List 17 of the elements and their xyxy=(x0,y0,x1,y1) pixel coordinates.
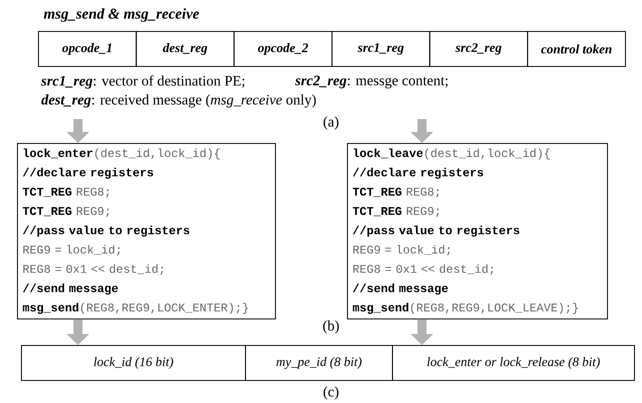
code-box: lock_leave(dest_id,lock_id){ //declare registers TCT_REG REG8; TCT_REG REG9; //pass value to registers REG9 = lock_id; REG8 = 0x1 << dest_id; //send message msg_send(REG8,REG9,LOCK_LEAVE);} xyxy=(347,143,608,320)
title: msg_send & msg_receive xyxy=(44,8,200,22)
field-cell: lock_id (16 bit) xyxy=(21,345,246,381)
field-cell: opcode_1 xyxy=(38,31,137,67)
field-cell: control token xyxy=(527,31,626,67)
figure-label: (b) xyxy=(323,320,339,334)
note-text: src1_reg: vector of destination PE; xyxy=(41,75,244,89)
field-cell: opcode_2 xyxy=(234,31,332,67)
code-box: lock_enter(dest_id,lock_id){ //declare registers TCT_REG REG8; TCT_REG REG9; //pass value to registers REG9 = lock_id; REG8 = 0x1 << dest_id; //send message msg_send(REG8,REG9,LOCK_ENTER);} xyxy=(17,143,276,320)
field-cell: src1_reg xyxy=(332,31,430,67)
field-cell: src2_reg xyxy=(429,31,528,67)
figure-label: (a) xyxy=(324,116,338,130)
field-cell: dest_reg xyxy=(136,31,234,67)
note-text: dest_reg: received message (msg_receive only) xyxy=(41,94,316,108)
field-cell: lock_enter or lock_release (8 bit) xyxy=(392,345,635,381)
note-text: src2_reg: messge content; xyxy=(295,76,448,88)
field-cell: my_pe_id (8 bit) xyxy=(245,345,393,381)
